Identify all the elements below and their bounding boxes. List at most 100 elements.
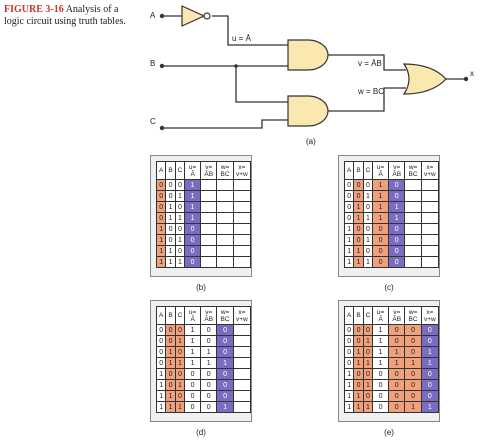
table-header-cell: u=Ā bbox=[372, 161, 390, 180]
output-cell-w bbox=[216, 212, 234, 224]
output-cell-u: 0 bbox=[372, 256, 390, 268]
output-cell-v: 0 bbox=[388, 401, 406, 413]
output-cell-w bbox=[404, 212, 422, 224]
output-cell-w: 0 bbox=[216, 346, 234, 358]
output-cell-w: 0 bbox=[404, 368, 422, 380]
input-cell: 1 bbox=[155, 256, 167, 268]
output-cell-w: 1 bbox=[404, 401, 422, 413]
input-cell: 0 bbox=[362, 245, 374, 257]
terminal-a bbox=[159, 13, 165, 19]
output-cell-w: 1 bbox=[216, 401, 234, 413]
output-cell-v bbox=[200, 190, 218, 202]
output-x-label: x bbox=[470, 69, 474, 78]
table-header-cell: v=ĀB bbox=[200, 161, 218, 180]
output-cell-x: 1 bbox=[420, 357, 440, 369]
output-cell-w: 0 bbox=[404, 390, 422, 402]
input-cell: 1 bbox=[353, 212, 364, 224]
output-cell-x: 0 bbox=[420, 335, 440, 347]
output-cell-v: 0 bbox=[200, 401, 218, 413]
input-cell: 0 bbox=[155, 190, 167, 202]
wire-b-branch bbox=[235, 66, 288, 103]
output-cell-v bbox=[200, 179, 218, 191]
output-cell-v: 0 bbox=[388, 368, 406, 380]
output-cell-v: 0 bbox=[388, 223, 406, 235]
input-cell: 0 bbox=[362, 324, 374, 336]
input-cell: 0 bbox=[353, 223, 364, 235]
input-cell: 0 bbox=[343, 212, 355, 224]
wire-w bbox=[328, 87, 406, 112]
output-cell-u: 1 bbox=[372, 179, 390, 191]
input-cell: 1 bbox=[174, 234, 186, 246]
output-cell-u: 0 bbox=[372, 368, 390, 380]
output-cell-x bbox=[420, 201, 440, 213]
table-header-cell: B bbox=[353, 306, 364, 325]
output-cell-u: 1 bbox=[372, 201, 390, 213]
table-header-cell: C bbox=[174, 306, 186, 325]
input-cell: 0 bbox=[343, 179, 355, 191]
input-cell: 0 bbox=[165, 179, 176, 191]
input-cell: 1 bbox=[343, 379, 355, 391]
input-cell: 0 bbox=[343, 190, 355, 202]
input-cell: 1 bbox=[165, 346, 176, 358]
output-cell-v: 0 bbox=[200, 335, 218, 347]
output-cell-w: 0 bbox=[404, 335, 422, 347]
input-cell: 0 bbox=[165, 368, 176, 380]
output-cell-v bbox=[200, 234, 218, 246]
output-cell-v: 0 bbox=[388, 324, 406, 336]
output-cell-w bbox=[216, 190, 234, 202]
input-cell: 0 bbox=[165, 379, 176, 391]
output-cell-w bbox=[216, 245, 234, 257]
input-cell: 1 bbox=[174, 335, 186, 347]
input-cell: 1 bbox=[165, 212, 176, 224]
input-cell: 1 bbox=[343, 401, 355, 413]
output-cell-w bbox=[404, 190, 422, 202]
input-cell: 0 bbox=[353, 324, 364, 336]
output-cell-u: 0 bbox=[372, 401, 390, 413]
input-cell: 1 bbox=[362, 379, 374, 391]
table-header-cell: w=BC bbox=[404, 161, 422, 180]
input-cell: 0 bbox=[155, 346, 167, 358]
output-cell-u: 0 bbox=[372, 379, 390, 391]
input-cell: 1 bbox=[343, 390, 355, 402]
output-cell-u: 0 bbox=[372, 390, 390, 402]
input-cell: 0 bbox=[353, 335, 364, 347]
table-header-cell: A bbox=[155, 161, 167, 180]
output-cell-v: 0 bbox=[388, 390, 406, 402]
input-cell: 1 bbox=[362, 190, 374, 202]
input-cell: 0 bbox=[155, 201, 167, 213]
input-cell: 1 bbox=[353, 357, 364, 369]
output-cell-v bbox=[200, 212, 218, 224]
output-cell-x bbox=[420, 234, 440, 246]
input-cell: 0 bbox=[362, 201, 374, 213]
output-cell-x bbox=[420, 190, 440, 202]
table-header-cell: B bbox=[165, 306, 176, 325]
figure-caption: FIGURE 3-16 Analysis of a logic circuit … bbox=[4, 4, 134, 28]
table-header-cell: A bbox=[343, 161, 355, 180]
input-cell: 1 bbox=[353, 201, 364, 213]
output-cell-x bbox=[232, 368, 252, 380]
input-cell: 0 bbox=[155, 179, 167, 191]
output-cell-x bbox=[232, 324, 252, 336]
output-cell-v: 0 bbox=[200, 390, 218, 402]
table-header-cell: B bbox=[353, 161, 364, 180]
output-cell-x bbox=[420, 245, 440, 257]
output-cell-w bbox=[216, 234, 234, 246]
output-cell-u: 1 bbox=[184, 212, 202, 224]
output-cell-w bbox=[404, 223, 422, 235]
input-cell: 1 bbox=[155, 401, 167, 413]
output-cell-v: 1 bbox=[200, 357, 218, 369]
table-header-cell: x=v+w bbox=[420, 161, 440, 180]
input-cell: 0 bbox=[362, 223, 374, 235]
input-cell: 0 bbox=[343, 357, 355, 369]
output-cell-x bbox=[232, 357, 252, 369]
